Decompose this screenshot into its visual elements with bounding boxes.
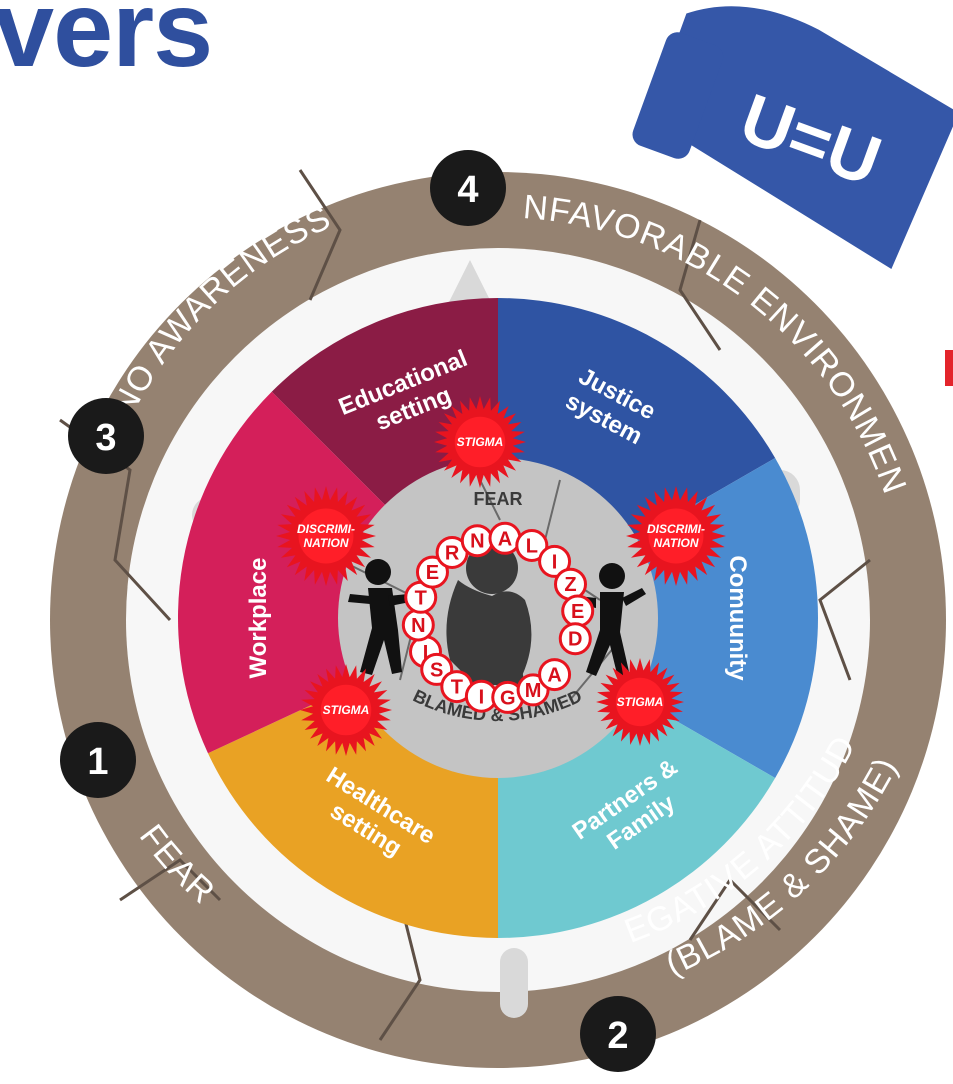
stigma-letter: A [538, 658, 572, 692]
svg-text:Z: Z [564, 574, 576, 596]
internalized-letter: T [404, 580, 438, 614]
stigma-letter: I [464, 679, 498, 713]
page-title: vers [0, 0, 213, 89]
svg-text:T: T [415, 587, 427, 609]
stigma-badge-top: STIGMA [434, 396, 526, 488]
uequalsu-hammer-logo: U=U [632, 6, 953, 270]
pushing-person-right-icon [576, 563, 646, 678]
ring-crack-lines [59, 169, 871, 1041]
svg-text:NATION: NATION [653, 536, 698, 550]
internalized-letter: E [561, 594, 595, 628]
internalized-letter: D [558, 622, 592, 656]
svg-text:A: A [547, 665, 561, 687]
svg-text:3: 3 [95, 417, 116, 459]
svg-text:STIGMA: STIGMA [323, 703, 370, 717]
marker-1: 1 [60, 722, 136, 798]
svg-text:4: 4 [457, 169, 478, 211]
svg-text:G: G [500, 687, 516, 709]
discrimination-badge-right: DISCRIMI-NATION [626, 486, 726, 586]
center-fear-label: FEAR [474, 489, 523, 509]
internalized-letter: N [460, 524, 494, 558]
edge-fragment [945, 350, 953, 386]
discrimination-badge-left: DISCRIMI-NATION [276, 486, 376, 586]
svg-text:STIGMA: STIGMA [457, 435, 504, 449]
svg-text:I: I [552, 551, 558, 573]
svg-text:DISCRIMI-: DISCRIMI- [647, 522, 705, 536]
stigma-badge-right: STIGMA [596, 658, 684, 746]
internalized-letter: Z [554, 567, 588, 601]
svg-text:DISCRIMI-: DISCRIMI- [297, 522, 355, 536]
svg-text:1: 1 [87, 741, 108, 783]
internalized-letter: N [401, 608, 435, 642]
svg-text:N: N [411, 615, 425, 637]
stigma-badge-left: STIGMA [300, 664, 392, 756]
pushing-person-left-icon [348, 559, 410, 675]
internalized-letter: E [415, 555, 449, 589]
svg-text:2: 2 [607, 1015, 628, 1057]
svg-text:I: I [423, 642, 429, 664]
sitting-person-icon [446, 542, 532, 685]
svg-text:T: T [451, 677, 463, 699]
svg-text:STIGMA: STIGMA [617, 695, 664, 709]
marker-3: 3 [68, 398, 144, 474]
stigma-letter: T [440, 670, 474, 704]
burst-badges: STIGMADISCRIMI-NATIONDISCRIMI-NATIONSTIG… [276, 396, 726, 756]
internalized-letter: I [538, 544, 572, 578]
svg-text:E: E [426, 562, 439, 584]
svg-text:S: S [430, 659, 443, 681]
svg-text:N: N [470, 531, 484, 553]
svg-text:M: M [525, 680, 542, 702]
svg-text:D: D [568, 629, 582, 651]
sector-workplace [178, 391, 499, 754]
svg-text:L: L [526, 535, 538, 557]
internalized-letter: L [515, 528, 549, 562]
marker-4: 4 [430, 150, 506, 226]
svg-text:R: R [445, 542, 460, 564]
svg-text:NATION: NATION [303, 536, 348, 550]
sector-label-community: Comuunity [724, 555, 751, 681]
internalized-letter: A [488, 521, 522, 555]
svg-text:A: A [498, 528, 512, 550]
svg-text:E: E [571, 601, 584, 623]
svg-text:I: I [479, 686, 485, 708]
sector-label-workplace: Workplace [245, 558, 272, 679]
marker-2: 2 [580, 996, 656, 1072]
